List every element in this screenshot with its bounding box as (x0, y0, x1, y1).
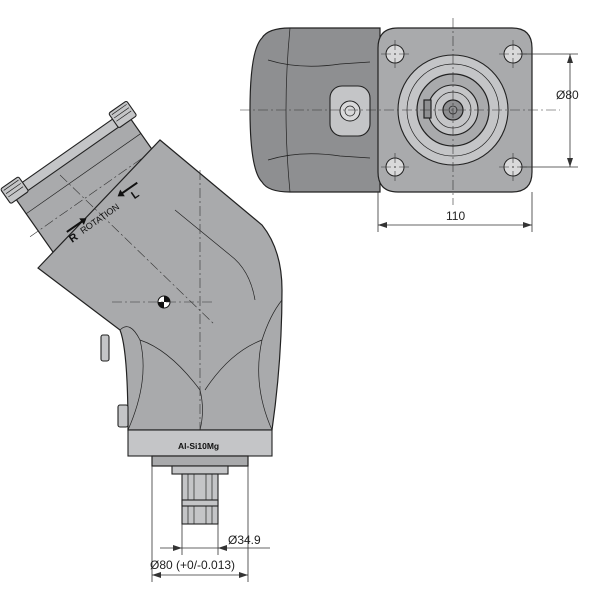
dim-pilot-diameter: Ø80 (+0/-0.013) (150, 466, 249, 582)
output-shaft (181, 473, 219, 525)
port-boss-left (0, 176, 29, 204)
dim-flange-width-label: 110 (446, 209, 465, 223)
dim-shaft-diameter-label: Ø34.9 (228, 533, 261, 547)
side-fitting (100, 334, 110, 362)
dim-pilot-diameter-label: Ø80 (+0/-0.013) (150, 558, 235, 572)
material-label: Al-Si10Mg (178, 441, 219, 451)
dim-shaft-diameter: Ø34.9 (160, 524, 270, 555)
dim-flange-height: Ø80 (520, 53, 579, 168)
port-boss-right (108, 101, 137, 128)
centre-of-mass-icon (157, 295, 171, 309)
mounting-flange (127, 429, 273, 457)
dim-flange-width: 110 (377, 192, 533, 232)
dim-flange-height-label: Ø80 (556, 88, 579, 102)
rotation-arrow-right-icon (66, 218, 87, 233)
front-view (240, 18, 560, 205)
rotation-arrow-left-icon (117, 181, 138, 197)
side-view (0, 101, 283, 525)
